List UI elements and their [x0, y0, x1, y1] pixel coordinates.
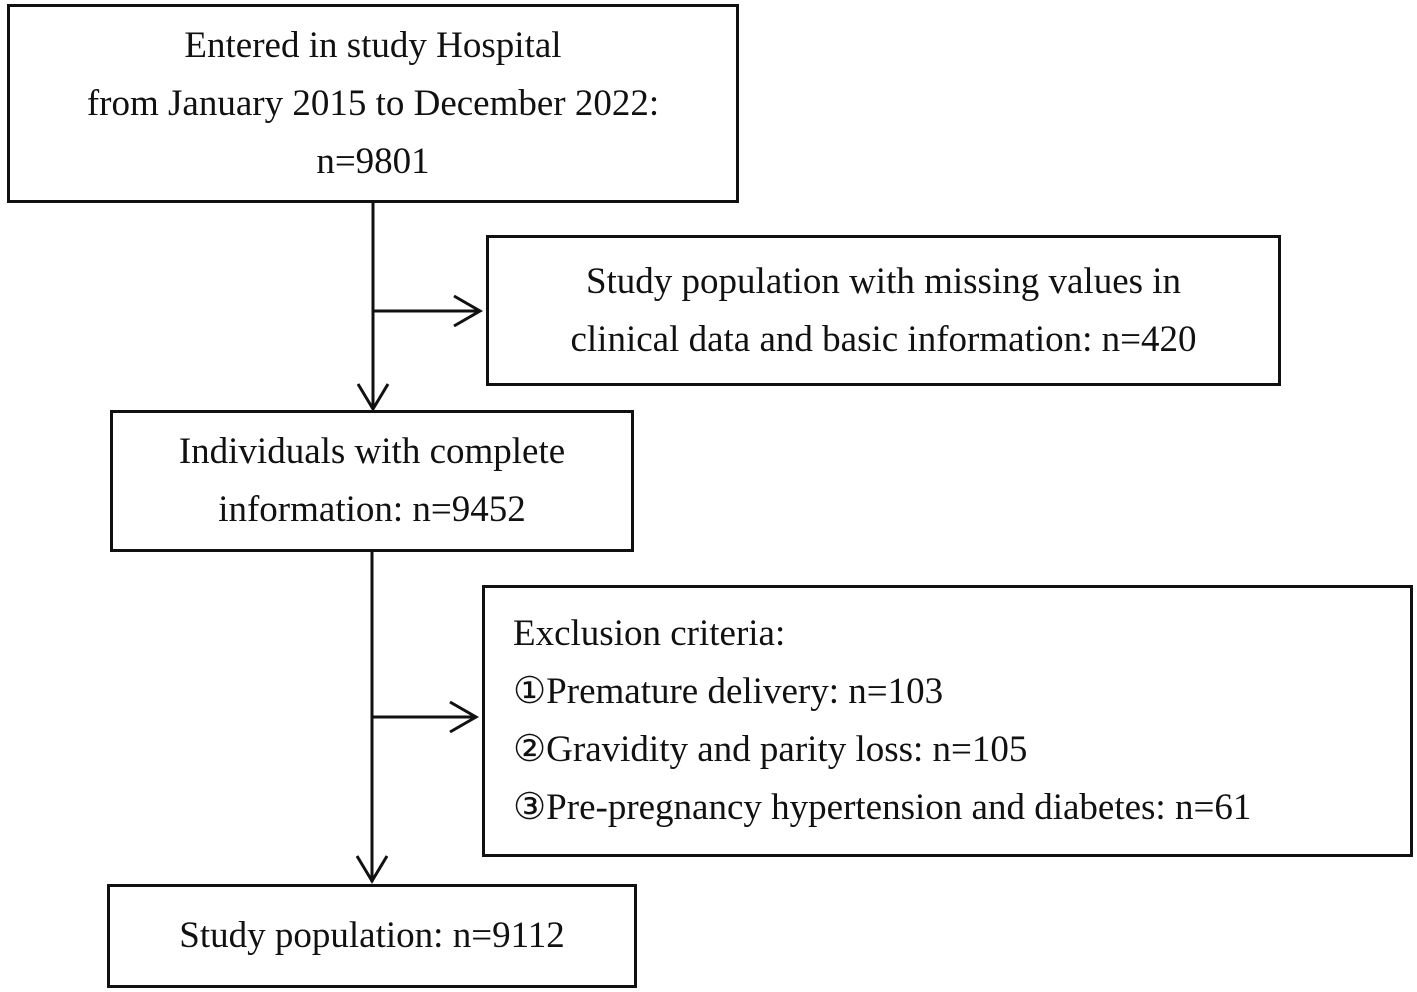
arrowhead-to-missing [453, 294, 484, 328]
complete-line-1: Individuals with complete [178, 431, 566, 472]
start-line-1: Entered in study Hospital [184, 24, 562, 66]
exclusion-item: ②Gravidity and parity loss: n=105 [513, 729, 1028, 770]
excluded-missing-line-2: clinical data and basic information: n=4… [570, 318, 1197, 360]
arrowhead-to-exclusion [449, 700, 480, 734]
start-line-3: n=9801 [316, 140, 430, 182]
complete-line-2: information: n=9452 [218, 489, 526, 530]
exclusion-item: ③Pre-pregnancy hypertension and diabetes… [513, 787, 1252, 828]
final-population-box: Study population: n=9112 [107, 884, 637, 988]
excluded-missing-box: Study population with missing values in … [486, 235, 1281, 386]
exclusion-criteria-title: Exclusion criteria: [513, 613, 786, 654]
excluded-missing-line-1: Study population with missing values in [585, 260, 1182, 302]
start-box: Entered in study Hospital from January 2… [7, 4, 739, 203]
start-line-2: from January 2015 to December 2022: [86, 82, 660, 124]
complete-info-box: Individuals with complete information: n… [110, 410, 634, 552]
arrowhead-to-final [355, 855, 389, 884]
arrowhead-to-complete [356, 383, 390, 412]
exclusion-item: ①Premature delivery: n=103 [513, 671, 944, 712]
final-line-1: Study population: n=9112 [179, 915, 565, 956]
exclusion-criteria-box: Exclusion criteria: ①Premature delivery:… [482, 585, 1413, 857]
